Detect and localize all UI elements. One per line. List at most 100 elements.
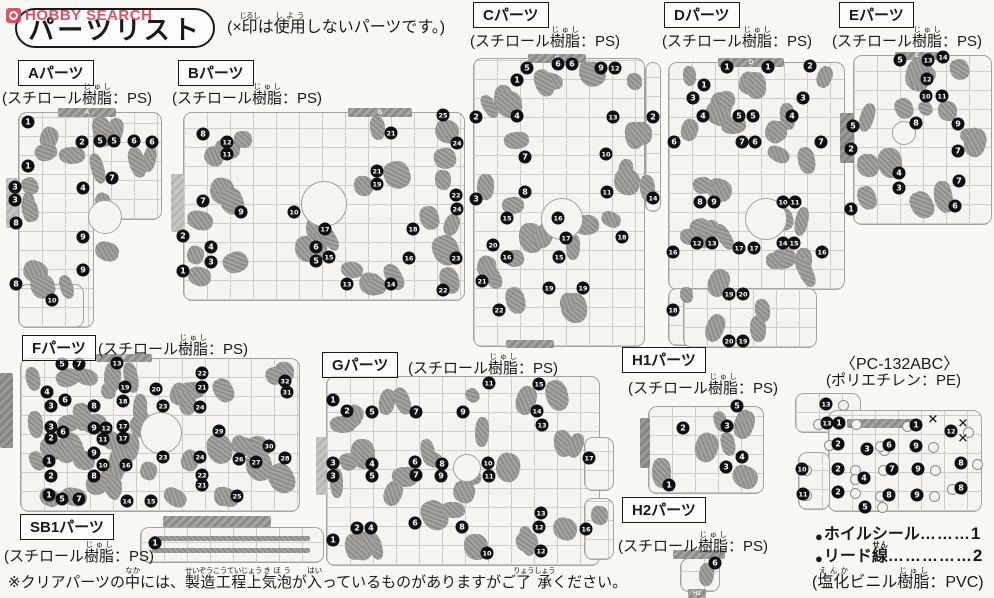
part-badge: 12 (99, 421, 113, 435)
part-badge: 2 (44, 469, 58, 483)
part-badge: 18 (666, 303, 680, 317)
part-badge: 20 (149, 382, 163, 396)
part-badge: 4 (40, 385, 54, 399)
part-silhouette (856, 153, 880, 178)
part-badge: 3 (720, 419, 734, 433)
part-badge: 2 (803, 59, 817, 73)
part-badge: 5 (309, 254, 323, 268)
runner-gate-tab (0, 373, 13, 448)
part-badge: 19 (370, 177, 384, 191)
part-badge: 12 (534, 544, 548, 558)
part-badge: 3 (469, 192, 483, 206)
part-badge: 20 (722, 334, 736, 348)
part-badge: 9 (910, 488, 924, 502)
part-badge: 15 (552, 250, 566, 264)
section-label-A: Aパーツ (18, 60, 94, 86)
part-badge: 3 (44, 420, 58, 434)
part-badge: 24 (450, 202, 464, 216)
part-badge: 4 (76, 181, 90, 195)
part-badge: 16 (551, 211, 565, 225)
part-badge: 1 (42, 454, 56, 468)
accessories-list: ●ホイルシール………1●リード線せん……………2 (815, 522, 982, 566)
part-badge: 19 (722, 287, 736, 301)
part-badge: 2 (646, 110, 660, 124)
part-silhouette (749, 315, 767, 343)
part-badge: 23 (156, 450, 170, 464)
part-badge: 6 (882, 438, 896, 452)
part-silhouette (93, 239, 121, 264)
section-material-F: (スチロール樹脂じゅし：PS) (98, 333, 249, 358)
part-badge: 10 (599, 147, 613, 161)
section-material-A: (スチロール樹脂じゅし：PS) (2, 82, 153, 107)
part-badge: 14 (120, 494, 134, 508)
part-badge: 22 (449, 188, 463, 202)
part-badge: 6 (667, 135, 681, 149)
part-badge: 10 (481, 456, 495, 470)
part-badge: 8 (87, 469, 101, 483)
part-silhouette (344, 533, 364, 561)
polycap-part (929, 491, 940, 502)
part-badge: 26 (232, 452, 246, 466)
runner-center-hole (301, 181, 347, 227)
unused-part-x-icon: ✕ (957, 415, 969, 431)
runner-tag-PC (847, 419, 917, 428)
part-silhouette (434, 169, 452, 191)
part-badge: 2 (831, 437, 845, 451)
part-silhouette (105, 475, 123, 499)
part-badge: 9 (87, 446, 101, 460)
runner-tag-C (506, 340, 554, 348)
unused-part-x-icon: ✕ (957, 430, 969, 446)
bullet-icon: ● (815, 551, 823, 566)
part-silhouette (152, 536, 310, 541)
part-badge: 7 (885, 462, 899, 476)
part-badge: 11 (482, 469, 496, 483)
part-badge: 6 (145, 135, 159, 149)
part-badge: 2 (44, 431, 58, 445)
part-badge: 13 (606, 110, 620, 124)
part-badge: 17 (559, 231, 573, 245)
part-badge: 5 (55, 492, 69, 506)
runner-frame-SB1 (140, 527, 324, 563)
part-silhouette (152, 548, 310, 553)
part-silhouette (629, 121, 653, 146)
part-badge: 29 (212, 424, 226, 438)
part-badge: 8 (9, 216, 23, 230)
runner-gate-tab (640, 418, 650, 468)
page-title-box: パーツリスト (15, 8, 215, 48)
part-badge: 12 (220, 135, 234, 149)
part-badge: 18 (406, 222, 420, 236)
part-badge: 4 (785, 109, 799, 123)
part-badge: 1 (761, 60, 775, 74)
part-badge: 16 (815, 245, 829, 259)
part-badge: 9 (434, 469, 448, 483)
part-badge: 11 (96, 432, 110, 446)
section-label-PC: 〈PC-132ABC〉 (840, 356, 960, 373)
part-silhouette (768, 120, 788, 142)
part-badge: 17 (747, 241, 761, 255)
part-badge: 10 (480, 546, 494, 560)
part-badge: 13 (534, 506, 548, 520)
runner-center-hole (453, 454, 481, 482)
part-badge: 4 (365, 457, 379, 471)
part-badge: 5 (746, 109, 760, 123)
part-badge: 6 (127, 134, 141, 148)
runner-center-hole (140, 412, 182, 454)
part-badge: 8 (518, 185, 532, 199)
dotted-leader: ……… (919, 526, 971, 543)
part-badge: 2 (831, 462, 845, 476)
part-badge: 17 (318, 222, 332, 236)
runner-tag-SB1 (163, 516, 271, 527)
accessory-count: 1 (970, 524, 981, 543)
part-badge: 7 (196, 194, 210, 208)
runner-center-hole (88, 200, 122, 234)
part-badge: 19 (576, 281, 590, 295)
part-badge: 11 (220, 147, 234, 161)
part-badge: 6 (708, 556, 722, 570)
part-badge: 28 (278, 451, 292, 465)
part-badge: 32 (278, 374, 292, 388)
section-label-H2: H2パーツ (622, 497, 706, 523)
polycap-part (963, 427, 974, 438)
runner-tag-H2: H2 (688, 589, 706, 598)
part-badge: 9 (76, 230, 90, 244)
part-badge: 23 (156, 399, 170, 413)
